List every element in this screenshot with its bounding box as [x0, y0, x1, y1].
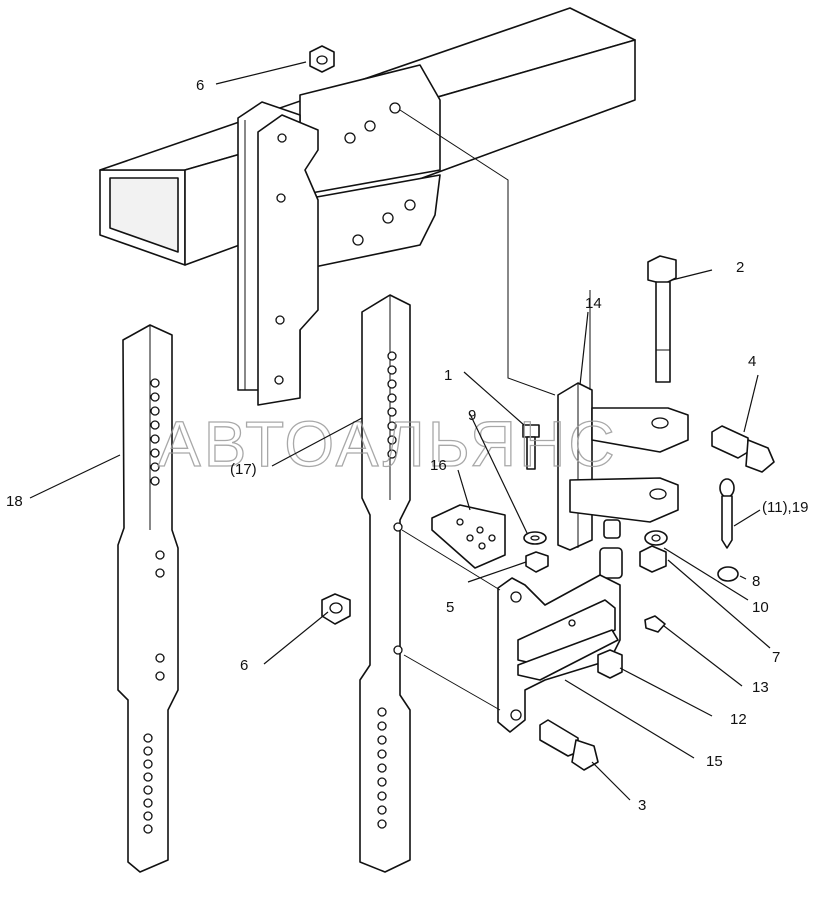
callout-1: 1	[444, 367, 452, 384]
bar-17-hole	[377, 777, 387, 787]
callout-2: 2	[736, 259, 744, 276]
nut-7	[639, 545, 667, 573]
bar-18-hole	[150, 462, 160, 472]
bar-17-hole	[387, 365, 397, 375]
washer-9	[523, 531, 547, 545]
callout-8: 8	[752, 573, 760, 590]
callout-5: 5	[446, 599, 454, 616]
bar-18-hole	[143, 733, 153, 743]
callout-14: 14	[585, 295, 602, 312]
plate-16	[431, 504, 506, 569]
bar-18-hole	[143, 772, 153, 782]
callout-7: 7	[772, 649, 780, 666]
bar-18-hole	[143, 824, 153, 834]
bar-18-hole	[143, 785, 153, 795]
nut-6-upper	[309, 45, 335, 73]
bar-17-hole	[377, 791, 387, 801]
bar-18-hole	[150, 406, 160, 416]
bar-18-hole	[150, 378, 160, 388]
lynch-pin-11-19	[719, 478, 735, 549]
bar-18-hole	[150, 476, 160, 486]
bar-17-hole	[377, 721, 387, 731]
callout-4: 4	[748, 353, 756, 370]
callout-6-lower: 6	[240, 657, 248, 674]
drawbar-bar-18	[117, 324, 179, 873]
callout-18: 18	[6, 493, 23, 510]
bar-17-hole	[387, 435, 397, 445]
bar-18-hole	[150, 392, 160, 402]
callout-17: (17)	[230, 461, 257, 478]
bar-18-hole	[143, 759, 153, 769]
callout-9: 9	[468, 407, 476, 424]
callout-15: 15	[706, 753, 723, 770]
bar-17-hole	[387, 393, 397, 403]
bar-17-hole	[387, 449, 397, 459]
callout-16: 16	[430, 457, 447, 474]
bushing-12	[597, 649, 623, 679]
callout-11-19: (11),19	[762, 499, 808, 516]
bar-18-hole	[150, 420, 160, 430]
bolt-3	[539, 719, 599, 771]
drawbar-bar-17	[359, 294, 411, 873]
washer-10	[644, 530, 668, 546]
callout-10: 10	[752, 599, 769, 616]
bar-17-hole	[377, 819, 387, 829]
watermark: АВТОАЛЬЯНС	[158, 408, 618, 480]
bushing	[599, 519, 623, 579]
callout-12: 12	[730, 711, 747, 728]
leader-lines	[29, 61, 771, 801]
bar-17-hole	[377, 749, 387, 759]
spring-clip-8	[717, 566, 739, 582]
bolt-1	[522, 424, 540, 470]
bar-17-hole	[387, 407, 397, 417]
bar-17-hole	[377, 805, 387, 815]
bar-17-hole	[387, 351, 397, 361]
callout-3: 3	[638, 797, 646, 814]
nut-5	[525, 551, 549, 573]
assembly-lines	[399, 109, 591, 711]
callout-6-upper: 6	[196, 77, 204, 94]
bolt-4	[711, 425, 775, 473]
bar-18-hole	[143, 798, 153, 808]
bar-18-hole	[143, 811, 153, 821]
callout-labels: 6 2 4 14 1 9 16 (17) (11),19 18 8 5 10 7…	[6, 77, 808, 814]
bar-17-hole	[377, 735, 387, 745]
bolt-2	[647, 255, 677, 383]
callout-13: 13	[752, 679, 769, 696]
bar-17-hole	[387, 421, 397, 431]
bar-18-hole	[150, 448, 160, 458]
bar-18-hole	[143, 746, 153, 756]
bar-18-hole	[150, 434, 160, 444]
bar-17-hole	[377, 707, 387, 717]
grease-nipple-13	[644, 615, 666, 633]
upper-bracket	[237, 64, 441, 406]
bar-17-hole	[387, 379, 397, 389]
coupling-body-15	[497, 574, 621, 733]
nut-6-lower	[321, 593, 351, 625]
bar-17-hole	[377, 763, 387, 773]
plate-14	[557, 382, 689, 551]
